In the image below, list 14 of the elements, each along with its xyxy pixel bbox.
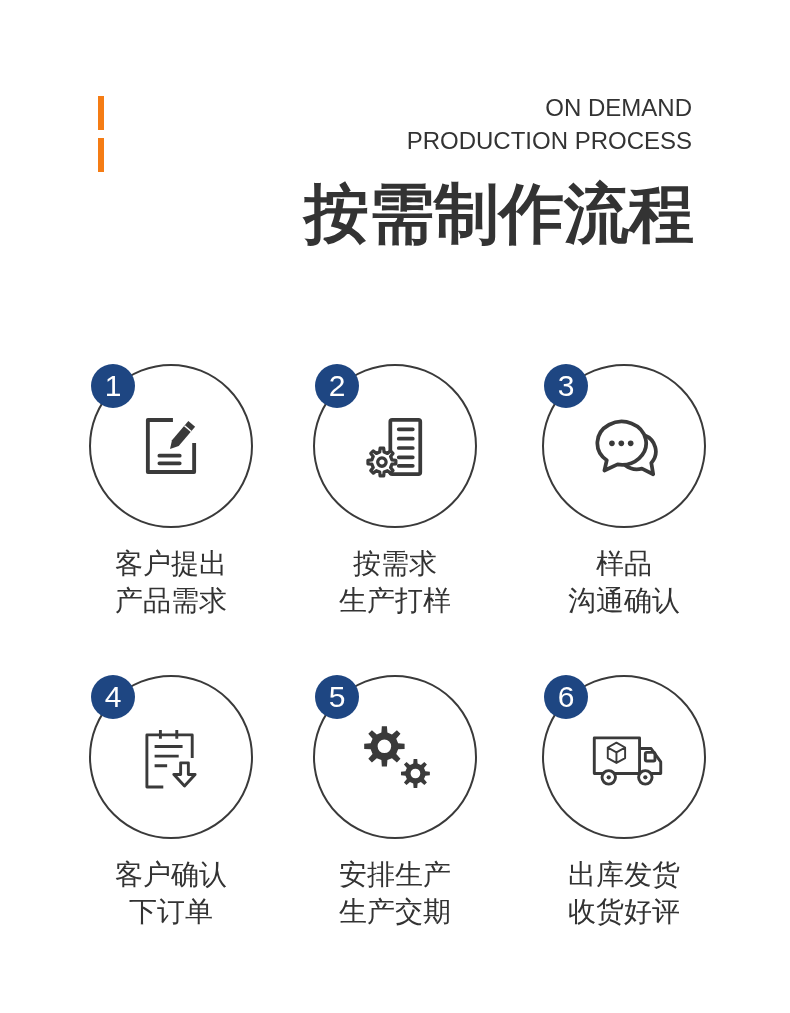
step-caption: 按需求生产打样	[339, 547, 451, 618]
number-badge: 6	[544, 675, 588, 719]
number-badge: 4	[91, 675, 135, 719]
number-badge: 3	[544, 364, 588, 408]
step-caption: 安排生产生产交期	[339, 858, 451, 929]
page-title: 按需制作流程	[304, 176, 694, 252]
number-badge: 5	[315, 675, 359, 719]
step-caption: 出库发货收货好评	[568, 858, 680, 929]
subtitle: ON DEMAND PRODUCTION PROCESS	[405, 93, 692, 156]
number-badge: 1	[91, 364, 135, 408]
number-badge: 2	[315, 364, 359, 408]
step-caption: 样品沟通确认	[568, 547, 680, 618]
step-caption: 客户确认下订单	[115, 858, 227, 929]
step-caption: 客户提出产品需求	[115, 547, 227, 618]
